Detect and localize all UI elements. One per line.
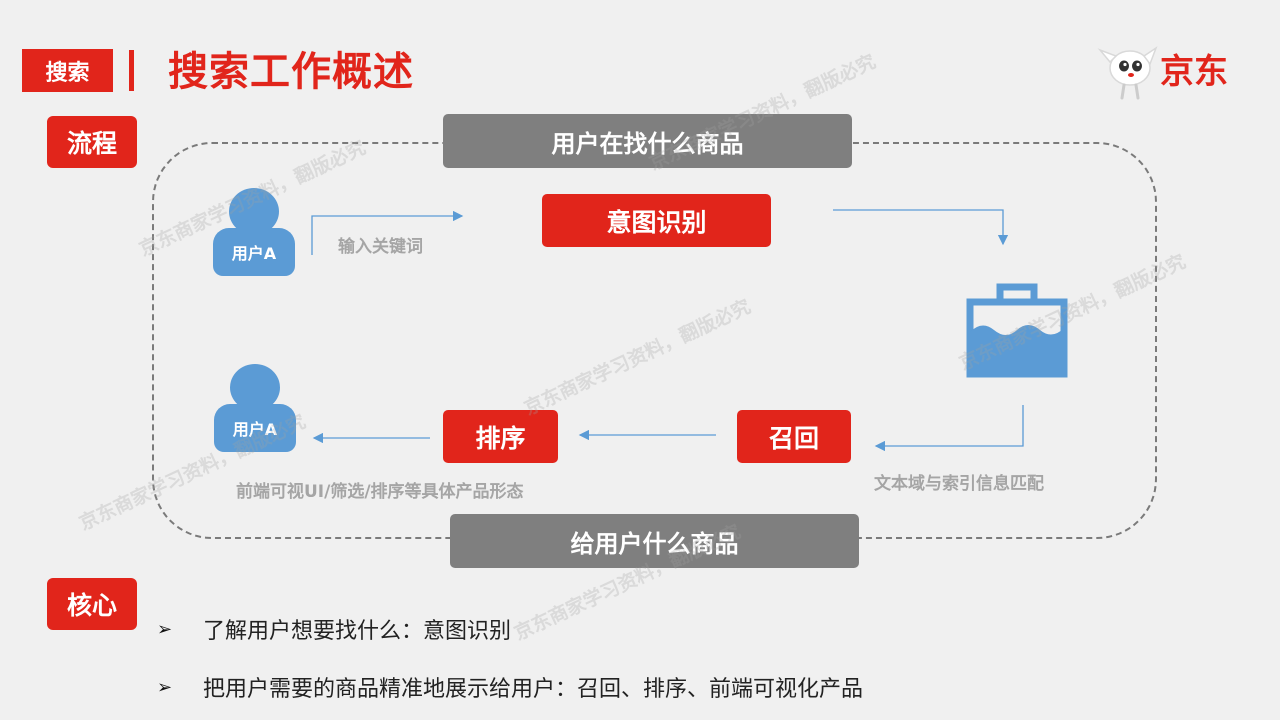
core-bullet-item: ➢ 了解用户想要找什么：意图识别 [157, 613, 511, 645]
briefcase-icon [966, 283, 1068, 378]
user-label: 用户A [214, 404, 296, 452]
bottom-banner: 给用户什么商品 [450, 514, 859, 568]
core-bullet-item: ➢ 把用户需要的商品精准地展示给用户：召回、排序、前端可视化产品 [157, 671, 863, 703]
arrow-bullet-icon: ➢ [157, 618, 173, 640]
step-recall: 召回 [737, 410, 851, 463]
core-bullet-text: 把用户需要的商品精准地展示给用户：召回、排序、前端可视化产品 [203, 677, 864, 702]
core-bullet-text: 了解用户想要找什么：意图识别 [203, 619, 512, 644]
section-tag: 搜索 [22, 49, 113, 92]
header-divider [129, 50, 134, 91]
core-tag: 核心 [47, 578, 137, 630]
frontend-form-label: 前端可视UI/筛选/排序等具体产品形态 [236, 482, 524, 502]
index-match-label: 文本域与索引信息匹配 [874, 474, 1044, 494]
flow-tag: 流程 [47, 116, 137, 168]
jd-logo-text: 京东 [1160, 52, 1228, 92]
user-icon: 用户A [214, 364, 296, 458]
page-title: 搜索工作概述 [168, 49, 414, 95]
step-intent-recognition: 意图识别 [542, 194, 771, 247]
keyword-input-label: 输入关键词 [338, 237, 423, 257]
user-icon: 用户A [213, 188, 295, 282]
user-label: 用户A [213, 228, 295, 276]
user-head-shape [229, 188, 279, 235]
step-sort: 排序 [443, 410, 558, 463]
user-head-shape [230, 364, 280, 411]
top-banner: 用户在找什么商品 [443, 114, 852, 168]
jd-logo: 京东 [1096, 44, 1256, 100]
jd-dog-mascot-icon [1097, 46, 1158, 100]
arrow-bullet-icon: ➢ [157, 676, 173, 698]
